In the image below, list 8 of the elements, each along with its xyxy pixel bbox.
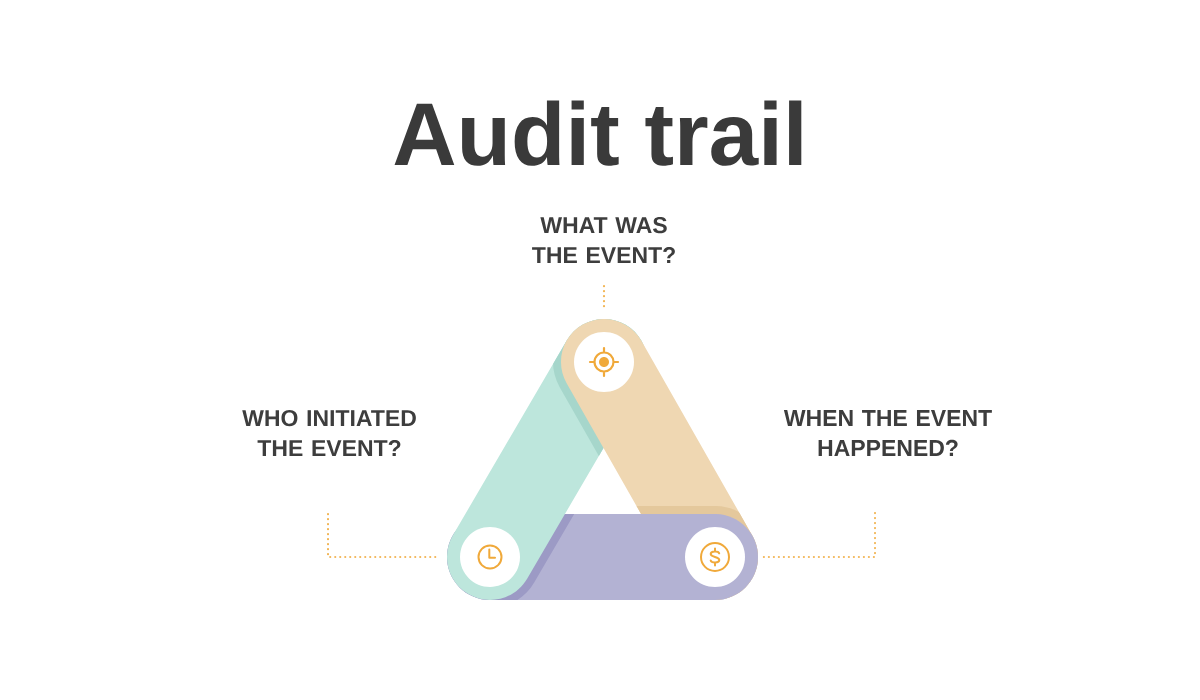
question-label: WHAT WAS THE EVENT?	[532, 216, 675, 263]
icon-circle	[460, 527, 520, 587]
question-label: WHEN THE EVENT HAPPENED?	[783, 410, 992, 456]
icon-circle	[685, 527, 745, 587]
question-label: WHO INITIATED THE EVENT?	[242, 409, 416, 456]
icon-circle	[574, 332, 634, 392]
leader-line	[326, 513, 439, 559]
title: Audit trail	[394, 100, 802, 166]
